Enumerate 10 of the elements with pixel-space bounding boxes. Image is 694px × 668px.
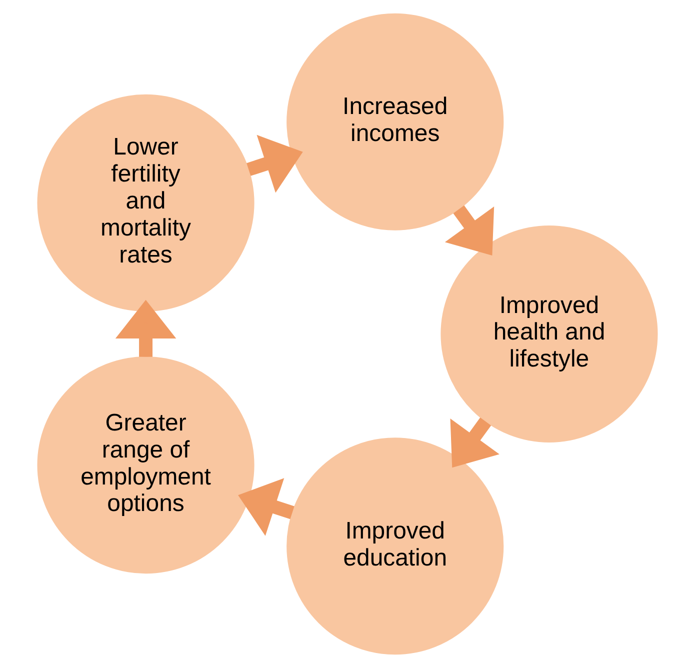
arrow [246, 134, 302, 193]
arrow [450, 418, 499, 468]
node-circle: Increased incomes [286, 13, 504, 230]
node-circle: Improved health and lifestyle [440, 225, 658, 443]
node-circle: Lower fertility and mortality rates [36, 94, 254, 312]
arrow [114, 300, 176, 357]
arrow [238, 478, 294, 536]
arrow [444, 205, 494, 256]
node-circle: Greater range of employment options [36, 356, 254, 574]
node-circle: Improved education [286, 438, 504, 655]
